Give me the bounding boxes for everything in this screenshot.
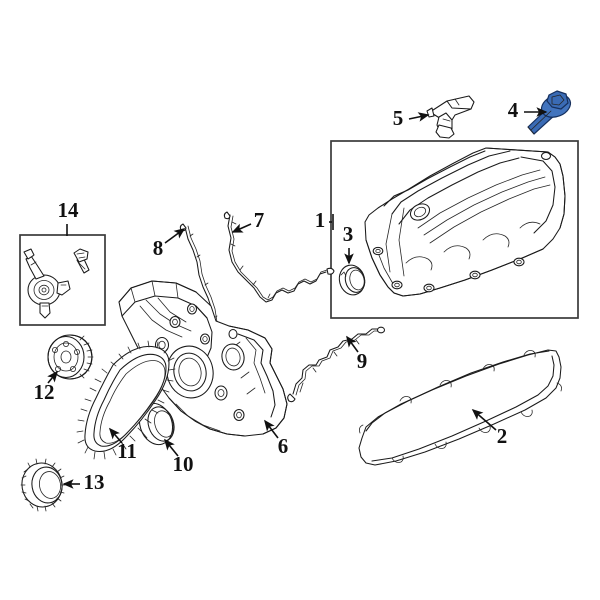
part-oil-filler-neck[interactable] [426, 95, 475, 139]
part-timing-cover-gasket-right[interactable] [223, 211, 335, 303]
callout-number-9[interactable]: 9 [357, 349, 368, 373]
leader-8 [164, 228, 186, 244]
callout-number-14[interactable]: 14 [58, 198, 80, 222]
part-valve-cover-gasket[interactable] [358, 349, 562, 466]
callout-number-5[interactable]: 5 [393, 106, 404, 130]
callout-number-7[interactable]: 7 [254, 208, 265, 232]
part-timing-cover[interactable] [118, 280, 288, 437]
leader-11 [108, 427, 123, 444]
leader-2 [471, 408, 497, 431]
part-crankshaft-sprocket[interactable] [18, 458, 66, 512]
callout-number-10[interactable]: 10 [173, 452, 194, 476]
leader-9 [346, 335, 359, 353]
callout-number-6[interactable]: 6 [278, 434, 289, 458]
part-camshaft-sprocket[interactable] [47, 334, 94, 380]
leader-7 [231, 223, 252, 233]
part-chain-tensioner-kit[interactable] [23, 248, 90, 319]
callout-number-1[interactable]: 1 [315, 208, 326, 232]
part-valve-cover-assembly[interactable] [364, 147, 566, 297]
leader-6 [264, 419, 279, 439]
callout-number-12[interactable]: 12 [34, 380, 55, 404]
callout-number-2[interactable]: 2 [497, 424, 508, 448]
callout-number-11[interactable]: 11 [117, 439, 137, 463]
callout-number-4[interactable]: 4 [508, 98, 519, 122]
part-camshaft-seal[interactable] [336, 262, 368, 297]
part-timing-chain[interactable] [76, 340, 176, 460]
leader-5 [408, 112, 430, 122]
leader-10 [163, 438, 179, 457]
callout-number-13[interactable]: 13 [84, 470, 105, 494]
part-crankshaft-front-seal[interactable] [134, 399, 178, 449]
leader-12 [47, 370, 59, 384]
part-lower-seal-strip[interactable] [287, 326, 386, 403]
callout-number-3[interactable]: 3 [343, 222, 354, 246]
callout-number-8[interactable]: 8 [153, 236, 164, 260]
